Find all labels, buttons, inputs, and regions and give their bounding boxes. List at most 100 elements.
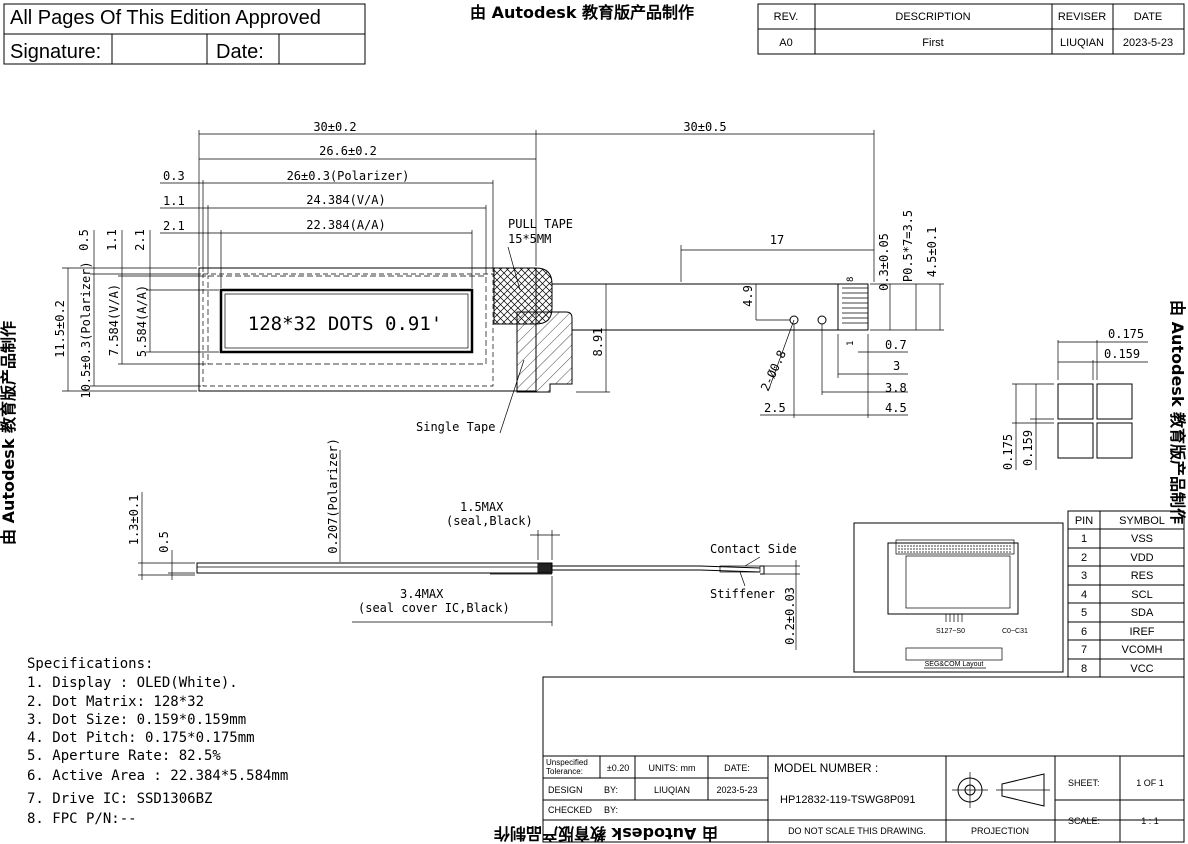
dim-17: 17 (770, 233, 784, 247)
contact-side-label: Contact Side (710, 542, 797, 556)
dim-5-584: 5.584(A/A) (135, 285, 149, 357)
date-label-tb: DATE: (724, 763, 750, 773)
pull-tape-label: PULL TAPE (508, 217, 573, 231)
date-label: Date: (216, 41, 264, 63)
checked-label: CHECKED (548, 805, 593, 815)
projection-symbol-icon (952, 772, 1050, 808)
pin-number: 1 (1081, 533, 1087, 545)
dim-1-1: 1.1 (163, 194, 185, 208)
pixel-size-v: 0.159 (1021, 430, 1035, 466)
dim-30-0-5: 30±0.5 (683, 120, 726, 134)
pull-tape-size: 15*5MM (508, 232, 551, 246)
dim-2-1: 2.1 (163, 219, 185, 233)
dim-v-2-1: 2.1 (133, 229, 147, 251)
rev-header: REV. (774, 11, 799, 23)
by-label: BY: (604, 785, 618, 795)
stiffener-label: Stiffener (710, 587, 775, 601)
pin-symbol: VCC (1130, 663, 1153, 675)
projection-label: PROJECTION (971, 826, 1029, 836)
fpc-fingers (842, 287, 868, 324)
pin-mark-8: 8 (846, 277, 856, 282)
side-dim-polarizer: 0.207(Polarizer) (326, 438, 340, 554)
title-block: Unspecified Tolerance: ±0.20 UNITS: mm D… (542, 676, 1185, 843)
hole-right (817, 315, 827, 325)
pin-symbol: IREF (1129, 626, 1154, 638)
spec-item: 2. Dot Matrix: 128*32 (27, 694, 204, 710)
pixel-size-h: 0.159 (1104, 347, 1140, 361)
sheet-label: SHEET: (1068, 778, 1100, 788)
com-label: C0~C31 (1002, 628, 1028, 635)
spec-item: 5. Aperture Rate: 82.5% (27, 748, 221, 764)
seal-cover-max: 3.4MAX (400, 587, 444, 601)
pin-number: 2 (1081, 552, 1087, 564)
pin-number: 5 (1081, 607, 1087, 619)
side-view: 1.3±0.1 0.5 0.207(Polarizer) 1.5MAX (sea… (127, 438, 800, 650)
seal-note: (seal,Black) (446, 514, 533, 528)
dim-11-5: 11.5±0.2 (53, 300, 67, 358)
no-scale-note: DO NOT SCALE THIS DRAWING. (788, 826, 926, 836)
tolerance-value: ±0.20 (607, 763, 629, 773)
spec-title: Specifications: (27, 656, 153, 672)
watermark-top: 由 Autodesk 教育版产品制作 (470, 3, 694, 22)
dim-0-3: 0.3 (163, 169, 185, 183)
dim-8-91: 8.91 (591, 328, 605, 357)
watermark-left: 由 Autodesk 教育版产品制作 (0, 321, 18, 545)
sheet-value: 1 OF 1 (1136, 778, 1164, 788)
dim-hole: 2-Ø0.8 (758, 348, 789, 393)
signature-label: Signature: (10, 41, 101, 63)
spec-item: 1. Display : OLED(White). (27, 675, 238, 691)
dim-26-6: 26.6±0.2 (319, 144, 377, 158)
dim-4-9: 4.9 (741, 285, 755, 307)
seal-max: 1.5MAX (460, 500, 504, 514)
tolerance-label-2: Tolerance: (546, 767, 583, 776)
pin-number: 4 (1081, 589, 1087, 601)
specifications: Specifications: 1. Display : OLED(White)… (27, 656, 288, 827)
dim-30-0-2: 30±0.2 (313, 120, 356, 134)
dim-0-3-0-05: 0.3±0.05 (877, 233, 891, 291)
dim-v-0-5: 0.5 (77, 229, 91, 251)
approval-box: All Pages Of This Edition Approved Signa… (3, 3, 366, 65)
pin-mark-1: 1 (846, 341, 856, 346)
scale-value: 1 : 1 (1141, 816, 1159, 826)
pin-number: 8 (1081, 663, 1087, 675)
pixel-pitch-v: 0.175 (1001, 434, 1015, 470)
watermark-right: 由 Autodesk 教育版产品制作 (1168, 300, 1187, 524)
pin-symbol: VCOMH (1122, 644, 1163, 656)
seg-com-layout: S127~S0 C0~C31 SEG&COM Layout (853, 522, 1064, 673)
dim-4-5: 4.5 (885, 401, 907, 415)
design-label: DESIGN (548, 785, 583, 795)
spec-item: 4. Dot Pitch: 0.175*0.175mm (27, 730, 255, 746)
description-value: First (922, 37, 943, 49)
dim-v-1-1: 1.1 (105, 229, 119, 251)
pin-symbol: VDD (1130, 552, 1153, 564)
dim-24-384: 24.384(V/A) (306, 193, 385, 207)
designer: LIUQIAN (654, 785, 690, 795)
spec-item: 8. FPC P/N:-- (27, 811, 137, 827)
date-value: 2023-5-23 (1123, 37, 1173, 49)
front-view: 128*32 DOTS 0.91' 8 1 (53, 120, 944, 434)
pin-number: 3 (1081, 570, 1087, 582)
dim-pitch: P0.5*7=3.5 (901, 210, 915, 282)
units-label: UNITS: mm (649, 763, 696, 773)
spec-item: 3. Dot Size: 0.159*0.159mm (27, 712, 246, 728)
pin-number: 6 (1081, 626, 1087, 638)
pin-symbol: RES (1131, 570, 1154, 582)
single-tape-label: Single Tape (416, 420, 495, 434)
pin-header: PIN (1075, 515, 1093, 527)
seg-label: S127~S0 (936, 628, 965, 635)
side-dim-thickness: 1.3±0.1 (127, 495, 141, 546)
pixel-pitch-h: 0.175 (1108, 327, 1144, 341)
dim-2-5: 2.5 (764, 401, 786, 415)
dim-4-5-0-1: 4.5±0.1 (925, 227, 939, 278)
pixel-detail: 0.175 0.159 0.175 0.159 (1001, 327, 1148, 470)
side-dim-0-5: 0.5 (157, 531, 171, 553)
dim-26-polarizer: 26±0.3(Polarizer) (287, 169, 410, 183)
dim-22-384: 22.384(A/A) (306, 218, 385, 232)
model-number: HP12832-119-TSWG8P091 (780, 794, 916, 806)
dim-0-7: 0.7 (885, 338, 907, 352)
spec-item: 7. Drive IC: SSD1306BZ (27, 791, 212, 807)
date-header: DATE (1134, 11, 1163, 23)
pin-number: 7 (1081, 644, 1087, 656)
pin-table: PIN SYMBOL 1 VSS 2 VDD 3 RES 4 SCL 5 SDA… (1067, 510, 1185, 678)
symbol-header: SYMBOL (1119, 515, 1165, 527)
